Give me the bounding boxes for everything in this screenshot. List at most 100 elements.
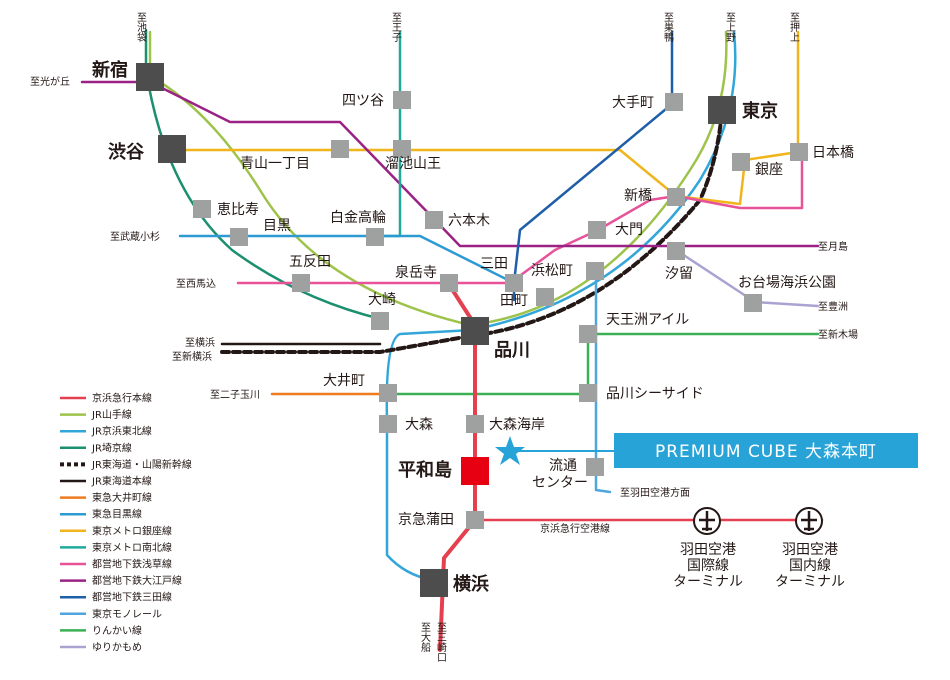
label-mita: 三田 bbox=[480, 256, 508, 272]
dir-haneda: 至羽田空港方面 bbox=[620, 486, 690, 499]
station-shibuya[interactable] bbox=[158, 135, 186, 163]
label-gotanda: 五反田 bbox=[289, 254, 331, 270]
station-ginza[interactable] bbox=[732, 153, 750, 171]
station-shinagawa[interactable] bbox=[461, 317, 489, 345]
station-yotsuya[interactable] bbox=[393, 91, 411, 109]
label-haneda-dom-1: 羽田空港 bbox=[782, 542, 838, 558]
legend-label: 東京メトロ銀座線 bbox=[92, 524, 172, 537]
station-shinjuku[interactable] bbox=[136, 63, 164, 91]
label-haneda-intl-3: ターミナル bbox=[673, 574, 743, 590]
label-yotsuya: 四ツ谷 bbox=[342, 93, 384, 109]
station-nihombashi[interactable] bbox=[790, 143, 808, 161]
label-ebisu: 恵比寿 bbox=[217, 201, 259, 218]
dir-shinkiba: 至新木場 bbox=[818, 328, 858, 341]
label-oimachi: 大井町 bbox=[323, 373, 365, 389]
label-nihombashi: 日本橋 bbox=[812, 145, 854, 161]
station-odaiba[interactable] bbox=[744, 294, 762, 312]
label-haneda-intl-2: 国際線 bbox=[687, 558, 729, 574]
station-meguro[interactable] bbox=[230, 228, 248, 246]
station-hamamatsucho[interactable] bbox=[586, 262, 604, 280]
legend: 京浜急行本線JR山手線JR京浜東北線JR埼京線JR東海道・山陽新幹線JR東海道本… bbox=[60, 392, 192, 654]
station-keikyukamata[interactable] bbox=[466, 511, 484, 529]
label-otemachi: 大手町 bbox=[612, 95, 654, 111]
label-tameike: 溜池山王 bbox=[385, 156, 441, 172]
label-roppongi: 六本木 bbox=[448, 213, 490, 229]
dir-ofuna: 至大船 bbox=[419, 622, 431, 653]
dir-nishimagome: 至西馬込 bbox=[176, 278, 216, 290]
station-tokyo[interactable] bbox=[708, 96, 736, 124]
label-meguro: 目黒 bbox=[263, 218, 291, 234]
station-tennozu[interactable] bbox=[579, 325, 597, 343]
label-tokyo: 東京 bbox=[742, 100, 778, 122]
label-tamachi: 田町 bbox=[500, 293, 528, 309]
station-heiwajima[interactable] bbox=[461, 457, 489, 485]
legend-label: JR埼京線 bbox=[91, 441, 132, 454]
label-omorikaigan: 大森海岸 bbox=[489, 417, 545, 433]
legend-label: ゆりかもめ bbox=[92, 642, 142, 654]
label-haneda-intl-1: 羽田空港 bbox=[680, 542, 736, 558]
legend-label: JR東海道・山陽新幹線 bbox=[91, 458, 192, 471]
station-daimon[interactable] bbox=[588, 221, 606, 239]
premium-cube-banner[interactable] bbox=[614, 433, 918, 468]
rinkai-line bbox=[386, 332, 820, 396]
label-heiwajima: 平和島 bbox=[398, 459, 452, 481]
legend-label: 都営地下鉄三田線 bbox=[92, 591, 172, 604]
keihin-tohoku-line bbox=[385, 30, 737, 582]
station-omorikaigan[interactable] bbox=[466, 415, 484, 433]
label-ginza: 銀座 bbox=[755, 162, 783, 178]
ginza-line bbox=[170, 30, 800, 206]
banner-text: PREMIUM CUBE 大森本町 bbox=[655, 442, 877, 462]
label-shiodome: 汐留 bbox=[665, 266, 693, 282]
legend-label: 東京メトロ南北線 bbox=[92, 541, 172, 554]
monorail-line bbox=[594, 268, 612, 494]
station-ryutsu[interactable] bbox=[586, 458, 604, 476]
label-shinagawa: 品川 bbox=[494, 340, 530, 361]
station-shiodome[interactable] bbox=[667, 242, 685, 260]
station-shimbashi[interactable] bbox=[667, 188, 685, 206]
label-odaiba: お台場海浜公園 bbox=[738, 275, 836, 291]
label-keikyukamata: 京急蒲田 bbox=[398, 512, 454, 528]
station-ebisu[interactable] bbox=[193, 200, 211, 218]
station-mita[interactable] bbox=[505, 274, 523, 292]
station-tameike[interactable] bbox=[393, 140, 411, 158]
label-haneda-dom-2: 国内線 bbox=[789, 558, 831, 574]
station-shirokane[interactable] bbox=[366, 228, 384, 246]
yamanote-line bbox=[148, 30, 728, 327]
station-tamachi[interactable] bbox=[536, 288, 554, 306]
station-omori[interactable] bbox=[379, 415, 397, 433]
label-hamamatsucho: 浜松町 bbox=[531, 263, 573, 279]
label-shibuya: 渋谷 bbox=[108, 141, 145, 163]
station-aoyama[interactable] bbox=[331, 140, 349, 158]
station-yokohama[interactable] bbox=[420, 569, 448, 597]
station-roppongi[interactable] bbox=[425, 211, 443, 229]
label-shirokane: 白金高輪 bbox=[330, 209, 386, 226]
asakusa-line bbox=[236, 150, 804, 285]
dir-oshiage: 至押上 bbox=[788, 12, 800, 42]
legend-label: 都営地下鉄浅草線 bbox=[92, 558, 172, 571]
mita-line bbox=[512, 30, 674, 302]
dir-misakiguchi: 至三崎口 bbox=[435, 622, 447, 662]
station-shinagawa-seaside[interactable] bbox=[579, 384, 597, 402]
meguro-line bbox=[178, 234, 516, 285]
dir-shinyokohama: 至新横浜 bbox=[172, 350, 212, 363]
station-osaki[interactable] bbox=[371, 312, 389, 330]
dir-musashikosugi: 至武蔵小杉 bbox=[110, 230, 160, 243]
label-yokohama: 横浜 bbox=[453, 573, 489, 595]
legend-label: JR山手線 bbox=[91, 408, 132, 421]
label-shimbashi: 新橋 bbox=[624, 188, 652, 204]
station-oimachi[interactable] bbox=[379, 384, 397, 402]
legend-label: JR京浜東北線 bbox=[91, 425, 152, 438]
label-omori: 大森 bbox=[405, 417, 433, 433]
legend-label: 都営地下鉄大江戸線 bbox=[92, 574, 182, 587]
shinkansen-line bbox=[220, 108, 724, 354]
station-gotanda[interactable] bbox=[292, 274, 310, 292]
dir-ueno: 至上野 bbox=[724, 12, 736, 42]
station-sengakuji[interactable] bbox=[440, 274, 458, 292]
label-ryutsu-2: センター bbox=[532, 475, 588, 491]
label-aoyama: 青山一丁目 bbox=[240, 156, 310, 172]
label-ryutsu: 流通 bbox=[549, 458, 577, 474]
station-otemachi[interactable] bbox=[665, 93, 683, 111]
label-shinagawa-seaside: 品川シーサイド bbox=[606, 386, 704, 402]
label-osaki: 大崎 bbox=[368, 292, 396, 308]
